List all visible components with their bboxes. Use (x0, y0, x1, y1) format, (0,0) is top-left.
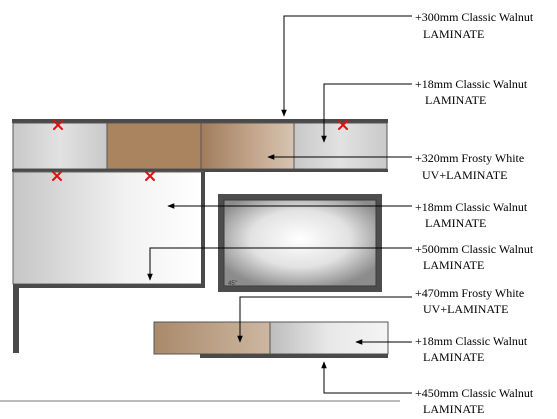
upper-panel-2-walnut (106, 122, 202, 170)
callout-4-line2: LAMINATE (425, 216, 486, 230)
callout-8-line2: LAMINATE (423, 402, 484, 416)
upper-panel-4 (293, 122, 388, 170)
arrow-icon (147, 247, 412, 281)
side-panel-unit (12, 171, 205, 353)
leader-lines (147, 15, 412, 394)
tv-unit: 45" (218, 194, 382, 292)
callout-7-line1: +18mm Classic Walnut (415, 334, 528, 348)
x-marker-icon (145, 171, 155, 181)
upper-panel-3-walnut (200, 122, 295, 170)
callout-3-line2: UV+LAMINATE (422, 168, 507, 182)
arrow-icon (281, 15, 412, 117)
callout-2-line2: LAMINATE (425, 93, 486, 107)
console-bottom-edge (200, 354, 388, 358)
callout-7-line2: LAMINATE (423, 350, 484, 364)
callout-6-line2: UV+LAMINATE (423, 302, 508, 316)
side-panel-leg (13, 288, 19, 353)
upper-cabinet-bottom-edge (12, 169, 388, 172)
side-panel-right-edge (201, 172, 205, 288)
callout-4-line1: +18mm Classic Walnut (415, 200, 528, 214)
callout-1-line2: LAMINATE (423, 27, 484, 41)
console-panel-grey (269, 321, 389, 355)
arrow-icon (237, 296, 412, 343)
arrow-icon (321, 83, 412, 143)
x-markers (52, 120, 348, 181)
callout-6-line1: +470mm Frosty White (415, 286, 524, 300)
callout-3-line1: +320mm Frosty White (415, 151, 524, 165)
callout-labels: +300mm Classic Walnut LAMINATE +18mm Cla… (415, 10, 534, 416)
tv-screen (223, 199, 377, 287)
upper-cabinet (12, 119, 388, 172)
x-marker-icon (338, 120, 348, 130)
x-marker-icon (52, 171, 62, 181)
console-panel-walnut (153, 321, 271, 355)
callout-5-line2: LAMINATE (423, 258, 484, 272)
upper-panel-1 (12, 122, 108, 170)
callout-5-line1: +500mm Classic Walnut (415, 242, 534, 256)
upper-cabinet-top-edge (12, 119, 388, 123)
callout-2-line1: +18mm Classic Walnut (415, 77, 528, 91)
x-marker-icon (53, 120, 63, 130)
callout-1-line1: +300mm Classic Walnut (415, 10, 534, 24)
tv-size-label: 45" (228, 281, 237, 287)
arrow-icon (321, 361, 412, 394)
callout-8-line1: +450mm Classic Walnut (415, 386, 534, 400)
side-panel-bottom-edge (13, 284, 205, 288)
side-panel (12, 171, 204, 285)
lower-console (153, 321, 389, 358)
